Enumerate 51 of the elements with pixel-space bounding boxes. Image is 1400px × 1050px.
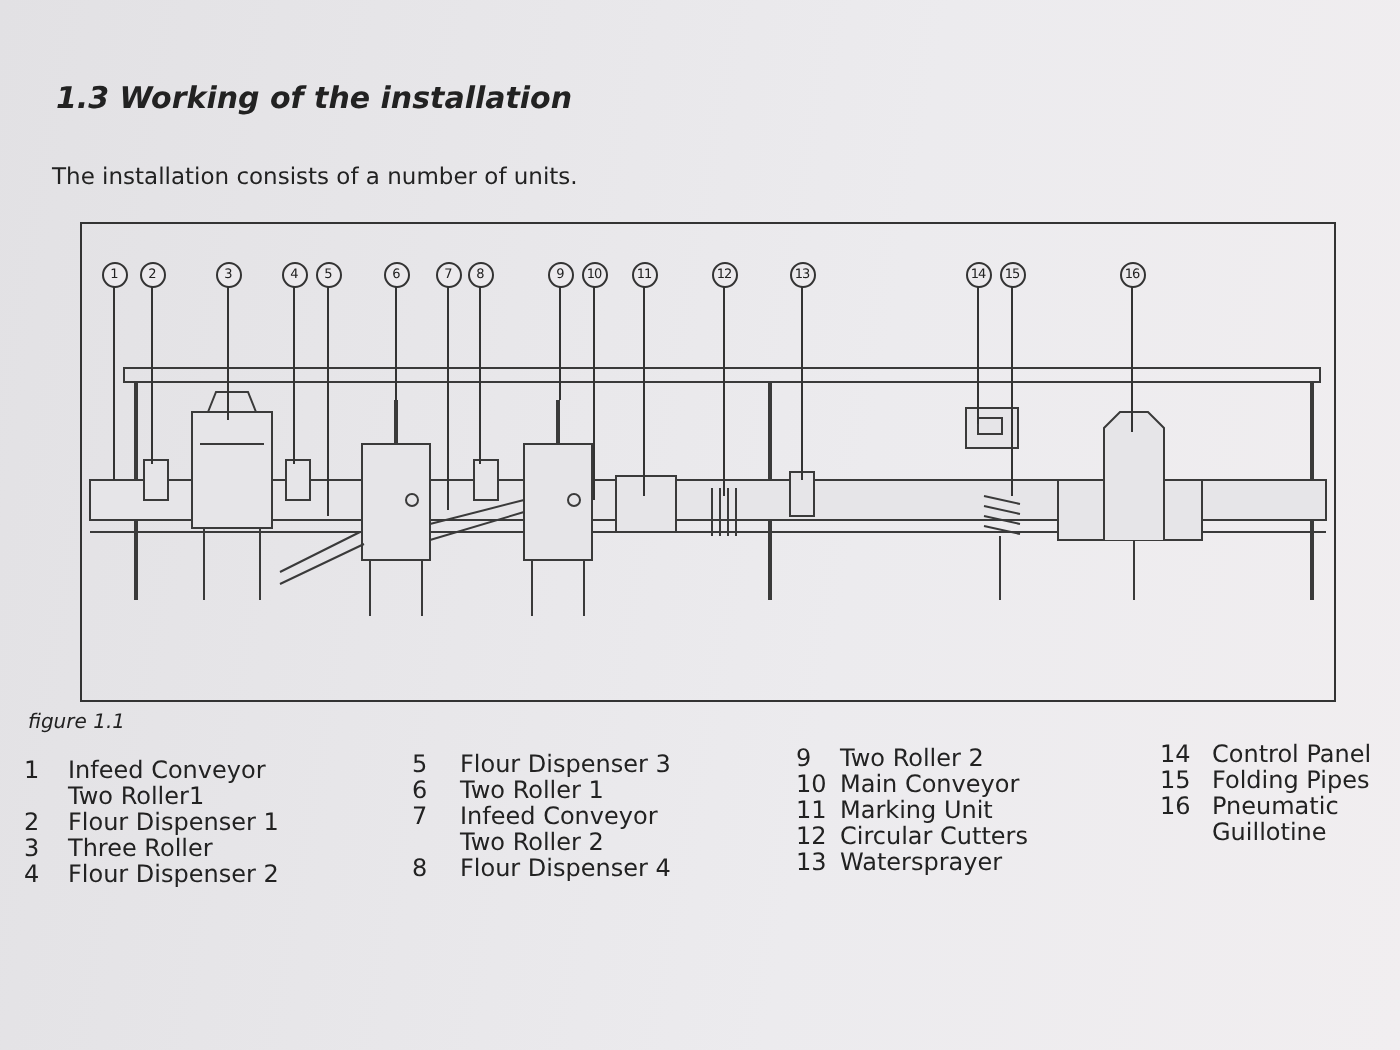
- item-number: 1: [24, 758, 42, 788]
- item-number: 14: [1160, 742, 1193, 768]
- part-name: Main Conveyor: [840, 772, 1022, 798]
- item-number: 7: [412, 804, 430, 834]
- item-number: 16: [1160, 794, 1193, 824]
- part-name: Marking Unit: [840, 798, 993, 824]
- leader-line: [1131, 286, 1133, 433]
- leader-line: [395, 286, 397, 401]
- part-name: Infeed Conveyor Two Roller 2: [460, 804, 660, 856]
- item-number: 11: [796, 798, 829, 824]
- item-number: 9: [796, 746, 814, 772]
- leader-line: [593, 286, 595, 501]
- item-number: 13: [796, 850, 829, 876]
- item-number: 15: [1160, 768, 1193, 794]
- part-name: Control Panel: [1212, 742, 1374, 768]
- part-name: Infeed Conveyor Two Roller1: [68, 758, 268, 810]
- leader-line: [113, 286, 115, 481]
- leader-line: [723, 286, 725, 497]
- leader-line: [447, 286, 449, 511]
- part-name: Flour Dispenser 2: [68, 862, 281, 888]
- leader-line: [227, 286, 229, 421]
- figure-caption: figure 1.1: [28, 712, 125, 734]
- leader-line: [293, 286, 295, 465]
- part-name: Folding Pipes: [1212, 768, 1372, 794]
- item-number: 5: [412, 752, 430, 778]
- part-name: Flour Dispenser 3: [460, 752, 673, 778]
- leader-line: [801, 286, 803, 481]
- intro-text: The installation consists of a number of units.: [52, 162, 578, 190]
- leader-line: [1011, 286, 1013, 497]
- part-name: Circular Cutters: [840, 824, 1030, 850]
- part-name: Flour Dispenser 4: [460, 856, 673, 882]
- leader-line: [643, 286, 645, 497]
- part-name: Two Roller 1: [460, 778, 604, 804]
- item-number: 8: [412, 856, 430, 882]
- leader-line: [151, 286, 153, 465]
- item-number: 6: [412, 778, 430, 804]
- part-name: Pneumatic Guillotine: [1212, 794, 1339, 846]
- item-number: 2: [24, 810, 42, 836]
- item-number: 4: [24, 862, 42, 888]
- part-name: Flour Dispenser 1: [68, 810, 281, 836]
- part-name: Three Roller: [68, 836, 213, 862]
- leader-line: [327, 286, 329, 517]
- item-number: 12: [796, 824, 829, 850]
- item-number: 10: [796, 772, 829, 798]
- leader-line: [977, 286, 979, 425]
- part-name: Watersprayer: [840, 850, 1005, 876]
- leader-line: [559, 286, 561, 401]
- heading: 1.3 Working of the installation: [56, 80, 573, 116]
- part-name: Two Roller 2: [840, 746, 986, 772]
- item-number: 3: [24, 836, 42, 862]
- leader-line: [479, 286, 481, 465]
